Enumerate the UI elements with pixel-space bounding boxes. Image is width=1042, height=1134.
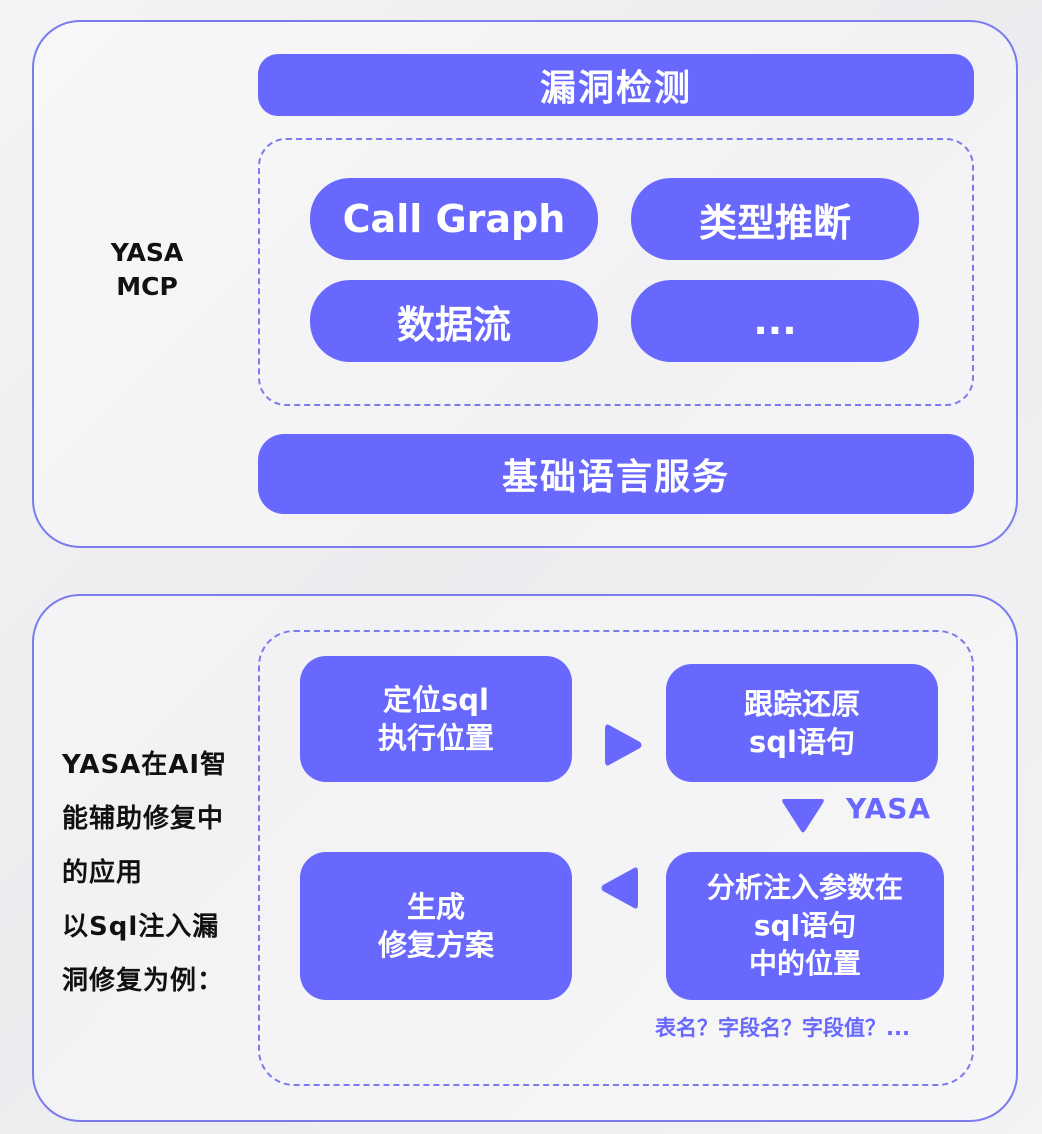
yasa-tag: YASA	[846, 792, 932, 825]
step-locate-sql: 定位sql 执行位置	[300, 656, 572, 782]
arrow-left-icon	[601, 867, 638, 909]
call-graph-module: Call Graph	[310, 178, 598, 260]
repair-flow-group	[258, 630, 974, 1086]
field-hint-note: 表名？字段名？字段值？...	[655, 1016, 910, 1040]
vulnerability-detection-bar: 漏洞检测	[258, 54, 974, 116]
type-inference-module: 类型推断	[631, 178, 919, 260]
arrow-down-icon	[782, 799, 824, 833]
arrow-right-icon	[605, 724, 642, 766]
ai-repair-description: YASA在AI智 能辅助修复中 的应用 以Sql注入漏 洞修复为例：	[62, 750, 228, 996]
step-analyze-injection: 分析注入参数在 sql语句 中的位置	[666, 852, 944, 1000]
dataflow-module: 数据流	[310, 280, 598, 362]
basic-language-service-bar: 基础语言服务	[258, 434, 974, 514]
step-generate-fix: 生成 修复方案	[300, 852, 572, 1000]
step-trace-sql: 跟踪还原 sql语句	[666, 664, 938, 782]
capabilities-group	[258, 138, 974, 406]
yasa-mcp-label: YASA MCP	[110, 238, 184, 301]
more-modules: ...	[631, 280, 919, 362]
